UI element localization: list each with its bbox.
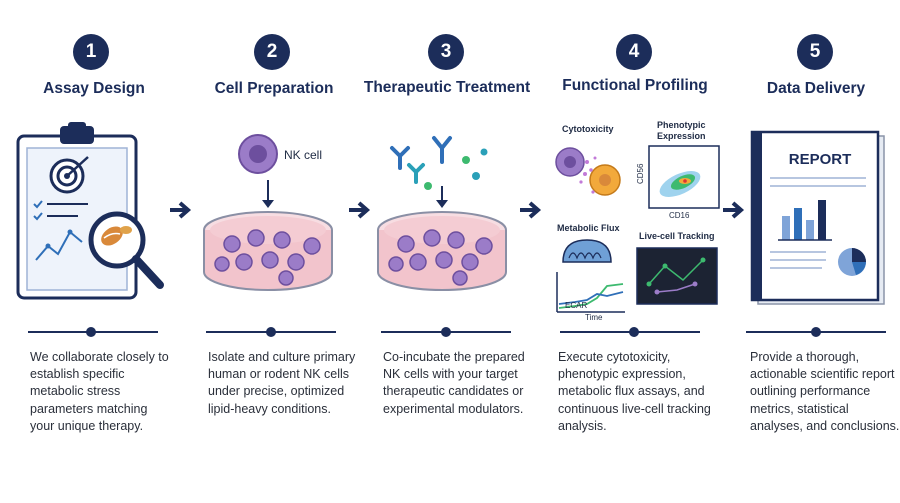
step-title: Cell Preparation bbox=[214, 80, 334, 97]
step-title: Therapeutic Treatment bbox=[363, 79, 531, 96]
step-number-badge: 5 bbox=[797, 34, 833, 70]
arrow-right-icon bbox=[723, 201, 745, 219]
arrow-right-icon bbox=[170, 201, 192, 219]
step-number-badge: 4 bbox=[616, 34, 652, 70]
metabolic-flux-label: Metabolic Flux bbox=[557, 223, 620, 233]
phenotypic-label-2: Expression bbox=[657, 131, 706, 141]
cd56-label: CD56 bbox=[636, 163, 645, 184]
step-description: Provide a thorough, actionable scientifi… bbox=[750, 350, 900, 433]
profiling-panels: Cytotoxicity Phenotypic Expression CD56 … bbox=[555, 120, 720, 322]
cytotoxicity-label: Cytotoxicity bbox=[562, 124, 614, 134]
step-description: Isolate and culture primary human or rod… bbox=[208, 350, 356, 416]
step-3: 3 Therapeutic Treatment Co-incubate the … bbox=[356, 0, 536, 503]
step-description: We collaborate closely to establish spec… bbox=[30, 350, 169, 433]
time-label: Time bbox=[585, 313, 603, 322]
timeline-dot bbox=[86, 327, 96, 337]
cd16-label: CD16 bbox=[669, 211, 690, 220]
clipboard-illustration bbox=[16, 122, 164, 300]
step-2: 2 Cell Preparation NK cell Isolate and c… bbox=[182, 0, 362, 503]
timeline-dot bbox=[811, 327, 821, 337]
step-4: 4 Functional Profiling Cytotoxicity Phen… bbox=[545, 0, 725, 503]
step-description: Execute cytotoxicity, phenotypic express… bbox=[558, 350, 711, 433]
livecell-label: Live-cell Tracking bbox=[639, 231, 715, 241]
step-description: Co-incubate the prepared NK cells with y… bbox=[383, 350, 525, 416]
phenotypic-label-1: Phenotypic bbox=[657, 120, 706, 130]
step-title: Functional Profiling bbox=[562, 77, 708, 94]
step-number-badge: 3 bbox=[428, 34, 464, 70]
step-title: Assay Design bbox=[43, 80, 145, 97]
step-5: 5 Data Delivery REPORT Provide a thoroug… bbox=[726, 0, 900, 503]
timeline-dot bbox=[441, 327, 451, 337]
petri-dish-illustration: NK cell bbox=[203, 134, 333, 291]
report-title: REPORT bbox=[789, 151, 852, 168]
arrow-right-icon bbox=[520, 201, 542, 219]
ecar-label: ECAR bbox=[565, 301, 587, 310]
timeline-dot bbox=[266, 327, 276, 337]
step-number-badge: 1 bbox=[73, 34, 109, 70]
cell-label: NK cell bbox=[284, 148, 322, 162]
step-number-badge: 2 bbox=[254, 34, 290, 70]
report-illustration: REPORT bbox=[750, 130, 885, 305]
step-1: 1 Assay Design We collaborate closely to… bbox=[0, 0, 180, 503]
step-title: Data Delivery bbox=[766, 80, 866, 97]
timeline-dot bbox=[629, 327, 639, 337]
arrow-right-icon bbox=[349, 201, 371, 219]
treatment-illustration bbox=[377, 136, 507, 291]
